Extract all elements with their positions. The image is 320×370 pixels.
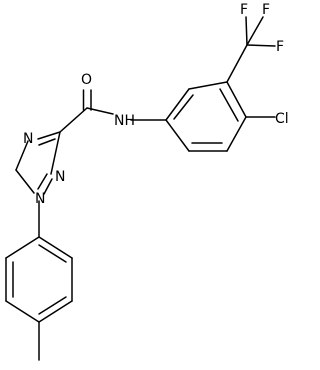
bond-triazole-c5-n1 xyxy=(15,169,35,194)
bond-triazole-n1-n2 xyxy=(43,178,53,195)
oxygen-label: O xyxy=(81,72,92,88)
chemical-structure-diagram: O NH N N N Cl F F F xyxy=(5,2,289,361)
bond-aryl-6 xyxy=(165,119,190,152)
bond-tolyl-3 xyxy=(5,300,40,323)
bond-aryl-3 xyxy=(226,81,247,118)
bond-triazole-n1-n2-double xyxy=(37,173,48,190)
bond-triazole-c3-n4 xyxy=(37,131,61,140)
fluorine-label-top-right: F xyxy=(262,2,270,18)
bond-aryl-cf3 xyxy=(226,44,248,83)
bond-aryl-2 xyxy=(188,81,228,90)
bond-carbonyl-triazole xyxy=(59,107,88,133)
bond-cf3-f-right xyxy=(246,44,276,47)
triazole-n1-label: N xyxy=(35,191,45,207)
bond-aryl-1-double xyxy=(173,94,194,120)
bond-tolyl-6-double xyxy=(38,244,67,263)
bond-tolyl-1 xyxy=(5,236,40,259)
triazole-n4-label: N xyxy=(23,131,33,147)
bond-tolyl-4-double xyxy=(38,296,67,315)
fluorine-label-right: F xyxy=(276,39,284,55)
fluorine-label-top-left: F xyxy=(240,2,248,18)
bond-lines xyxy=(5,16,276,361)
bond-cf3-f-top-right xyxy=(246,16,264,46)
bond-aryl-1 xyxy=(165,88,190,121)
bond-carbonyl-nh xyxy=(86,107,114,115)
bond-cf3-f-top-left xyxy=(245,16,248,46)
bond-tolyl-6 xyxy=(38,236,73,259)
chlorine-label: Cl xyxy=(275,111,289,127)
triazole-n2-label: N xyxy=(55,169,65,185)
bond-triazole-c3-n2 xyxy=(50,131,61,175)
bond-aryl-3-double xyxy=(219,88,239,122)
bond-aryl-4 xyxy=(226,116,247,152)
bond-triazole-c3-n4-double xyxy=(38,138,56,146)
atom-labels: O NH N N N Cl F F F xyxy=(23,2,289,207)
nh-label: NH xyxy=(114,113,135,129)
bond-tolyl-4 xyxy=(38,300,73,323)
bond-triazole-n4-c5 xyxy=(15,140,29,171)
